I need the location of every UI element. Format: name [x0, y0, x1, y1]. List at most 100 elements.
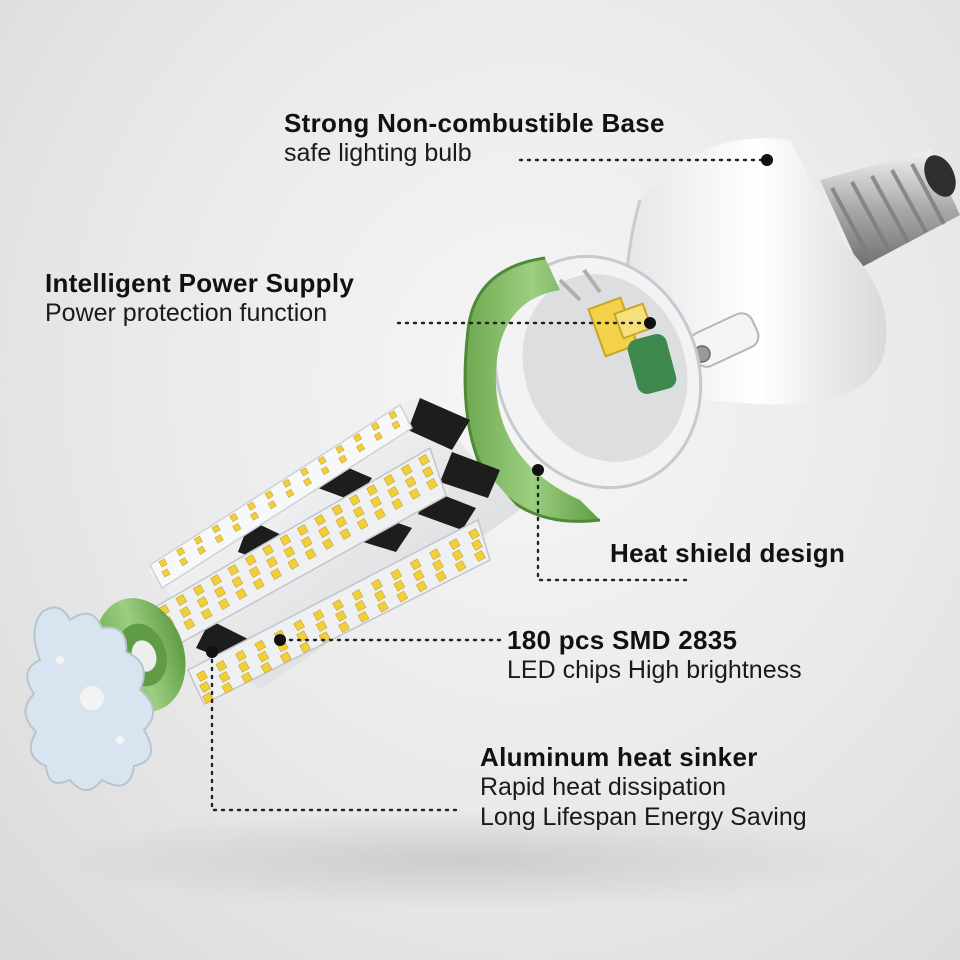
- led-chip: [199, 681, 211, 693]
- led-chip: [331, 504, 344, 516]
- led-chip: [210, 574, 222, 586]
- callout-sinker-line-2: Long Lifespan Energy Saving: [480, 803, 807, 831]
- led-chip: [429, 548, 441, 561]
- led-chip: [370, 421, 380, 431]
- led-chip: [176, 547, 186, 557]
- led-chip: [471, 539, 483, 551]
- callout-base: Strong Non-combustible Base safe lightin…: [284, 108, 665, 168]
- led-chip: [267, 500, 277, 510]
- led-chip: [304, 548, 317, 560]
- led-chip: [400, 464, 413, 476]
- led-chip: [211, 524, 221, 534]
- led-corn-cylinder: [148, 395, 520, 706]
- led-chip: [200, 608, 213, 620]
- led-chip: [357, 611, 370, 623]
- led-chip: [215, 660, 228, 672]
- callout-shield-title: Heat shield design: [610, 538, 846, 568]
- led-chip: [454, 560, 467, 572]
- led-chip: [351, 589, 364, 601]
- led-chip: [318, 526, 330, 538]
- led-chip: [175, 594, 188, 606]
- led-chip: [338, 454, 348, 464]
- led-chip: [371, 578, 383, 591]
- led-chip: [370, 496, 382, 508]
- callout-leds: 180 pcs SMD 2835 LED chips High brightne…: [507, 625, 802, 685]
- led-chip: [192, 584, 205, 596]
- led-chip: [377, 600, 389, 613]
- led-chip: [161, 568, 171, 578]
- led-chip: [229, 512, 239, 523]
- led-chip: [387, 486, 400, 498]
- led-chip: [232, 522, 242, 533]
- led-chip: [293, 619, 305, 632]
- led-chip: [285, 488, 295, 498]
- led-chip: [241, 671, 253, 684]
- led-chip: [320, 465, 330, 476]
- callout-leds-title: 180 pcs SMD 2835: [507, 625, 738, 655]
- led-chip: [266, 556, 278, 568]
- led-chip: [183, 618, 196, 630]
- leader-dots: [206, 154, 773, 658]
- led-chip: [179, 606, 192, 618]
- led-chip: [391, 498, 404, 510]
- led-chip: [196, 596, 209, 608]
- led-chip: [352, 506, 365, 518]
- led-chip: [244, 554, 257, 566]
- callout-power: Intelligent Power Supply Power protectio…: [45, 268, 354, 328]
- led-chip: [393, 579, 406, 592]
- led-chip: [227, 564, 240, 576]
- led-chip: [248, 566, 261, 578]
- callout-shield: Heat shield design: [610, 538, 845, 568]
- led-chip: [373, 431, 383, 441]
- led-chip: [299, 641, 311, 654]
- led-chip: [448, 538, 461, 550]
- led-chip: [252, 578, 265, 590]
- callout-leds-line-1: LED chips High brightness: [507, 656, 802, 684]
- led-chip: [235, 649, 247, 662]
- led-chip: [374, 508, 386, 520]
- led-chip: [246, 501, 257, 511]
- led-chip: [158, 558, 168, 568]
- led-chip: [214, 534, 224, 544]
- callout-base-line-1: safe lighting bulb: [284, 139, 472, 167]
- led-chip: [312, 609, 325, 621]
- led-chip: [356, 518, 369, 530]
- led-chip: [418, 454, 430, 466]
- led-chip: [193, 535, 203, 545]
- led-chip: [408, 488, 421, 500]
- led-chip: [338, 621, 350, 633]
- led-chip: [279, 651, 292, 664]
- led-chip: [412, 569, 425, 582]
- led-chip: [299, 467, 310, 477]
- led-chip: [451, 549, 464, 561]
- callout-power-title: Intelligent Power Supply: [45, 268, 355, 298]
- led-chip: [283, 546, 296, 558]
- led-chip: [218, 671, 231, 683]
- leader-shield: [536, 468, 690, 582]
- led-chip: [388, 410, 398, 420]
- led-chip: [366, 484, 378, 496]
- led-chip: [426, 478, 438, 490]
- led-chip: [348, 494, 361, 506]
- led-chip: [396, 590, 409, 603]
- led-chip: [409, 558, 422, 571]
- led-chip: [354, 600, 367, 612]
- led-chip: [474, 550, 486, 562]
- led-chip: [404, 476, 417, 488]
- callout-sinker-title: Aluminum heat sinker: [480, 742, 758, 772]
- led-chip-row-front: [158, 454, 438, 640]
- led-chip: [415, 580, 428, 593]
- led-chip: [270, 568, 282, 580]
- led-chip: [262, 544, 274, 556]
- led-chip: [332, 599, 344, 611]
- led-chip: [257, 650, 270, 663]
- led-chip: [221, 682, 234, 694]
- led-chip: [249, 511, 260, 521]
- led-chip: [468, 528, 480, 540]
- led-chip: [356, 443, 366, 453]
- led-chip: [218, 598, 230, 610]
- led-chip: [196, 670, 208, 682]
- led-chip: [264, 490, 274, 500]
